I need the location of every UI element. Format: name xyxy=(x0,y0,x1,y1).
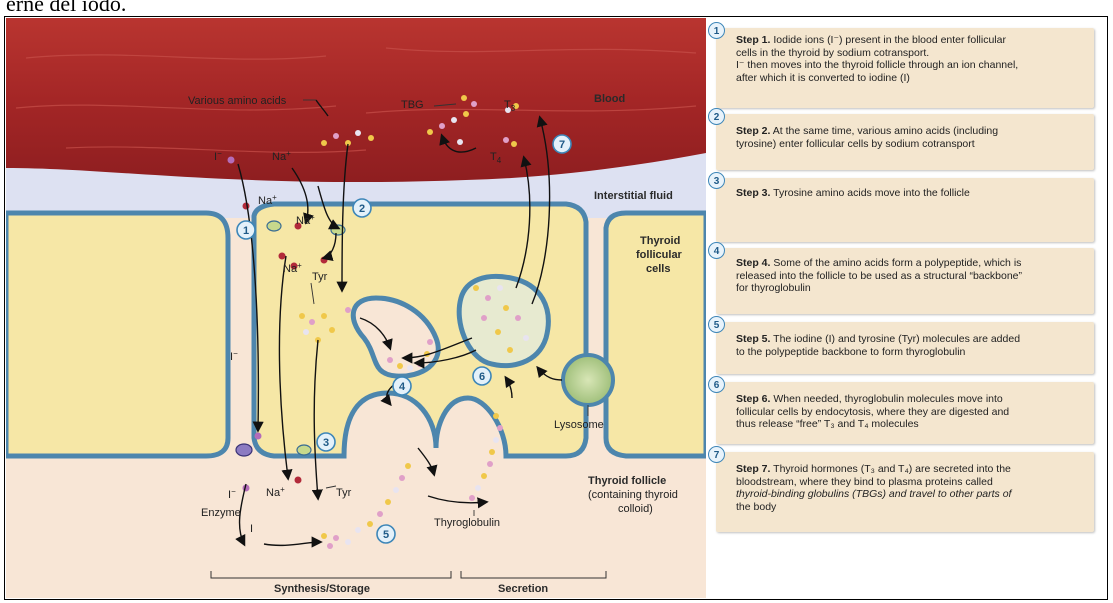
label-tbg: TBG xyxy=(401,99,424,111)
label-blood: Blood xyxy=(594,93,625,105)
step-7-card: 7 Step 7. Thyroid hormones (T₃ and T₄) a… xyxy=(708,446,1094,532)
label-tyr-follicle: Tyr xyxy=(336,487,352,499)
channel-protein xyxy=(236,444,252,456)
step-1-title: Step 1. xyxy=(736,34,770,46)
label-iodine: I xyxy=(250,523,253,535)
step-2-line2: tyrosine) enter follicular cells by sodi… xyxy=(736,138,975,150)
step-6-badge: 6 xyxy=(708,376,725,393)
transporter-3 xyxy=(297,445,311,455)
label-thyroid-follicle-desc2: colloid) xyxy=(618,503,653,515)
label-follicular-cells-line3: cells xyxy=(646,263,670,275)
label-lysosome: Lysosome xyxy=(554,419,604,431)
step-7-title: Step 7. xyxy=(736,463,770,475)
marker-2: 2 xyxy=(353,199,371,217)
step-4-line1: Some of the amino acids form a polypepti… xyxy=(773,257,1021,269)
label-various-amino-acids: Various amino acids xyxy=(188,95,287,107)
step-1-line4: after which it is converted to iodine (I… xyxy=(736,72,910,84)
marker-5: 5 xyxy=(377,525,395,543)
step-4-card: 4 Step 4. Some of the amino acids form a… xyxy=(708,242,1094,314)
step-4-title: Step 4. xyxy=(736,257,770,269)
label-thyroid-follicle-desc1: (containing thyroid xyxy=(588,489,678,501)
step-7-text: Step 7. Thyroid hormones (T₃ and T₄) are… xyxy=(736,463,1084,513)
step-6-card: 6 Step 6. When needed, thyroglobulin mol… xyxy=(708,376,1094,444)
step-2-title: Step 2. xyxy=(736,125,770,137)
label-thyroid-follicle: Thyroid follicle xyxy=(588,475,666,487)
label-synthesis-storage: Synthesis/Storage xyxy=(274,583,370,595)
cutoff-text: erne del iodo. xyxy=(6,0,126,17)
marker-3: 3 xyxy=(317,433,335,451)
svg-text:1: 1 xyxy=(243,225,249,237)
step-3-badge: 3 xyxy=(708,172,725,189)
step-3-title: Step 3. xyxy=(736,187,770,199)
step-6-line3: thus release “free” T₃ and T₄ molecules xyxy=(736,418,919,430)
svg-text:6: 6 xyxy=(479,371,485,383)
marker-1: 1 xyxy=(237,221,255,239)
svg-text:2: 2 xyxy=(359,203,365,215)
step-7-badge: 7 xyxy=(708,446,725,463)
step-5-line2: to the polypeptide backbone to form thyr… xyxy=(736,346,965,358)
step-4-line2: released into the follicle to be used as… xyxy=(736,270,1022,282)
lysosome-shape xyxy=(563,355,613,405)
label-tyr-cell: Tyr xyxy=(312,271,328,283)
step-2-text: Step 2. At the same time, various amino … xyxy=(736,125,1084,150)
label-interstitial-fluid: Interstitial fluid xyxy=(594,190,673,202)
step-3-line1: Tyrosine amino acids move into the folli… xyxy=(773,187,970,199)
label-secretion: Secretion xyxy=(498,583,548,595)
transporter-1 xyxy=(267,221,281,231)
step-5-badge: 5 xyxy=(708,316,725,333)
label-thyroglobulin: Thyroglobulin xyxy=(434,517,500,529)
step-7-line3: thyroid-binding globulins (TBGs) and tra… xyxy=(736,488,1011,500)
step-3-card: 3 Step 3. Tyrosine amino acids move into… xyxy=(708,172,1094,242)
step-1-card: 1 Step 1. Iodide ions (I⁻) present in th… xyxy=(708,22,1094,108)
thyroid-diagram: Various amino acids Blood TBG T3 T4 Inte… xyxy=(6,18,706,598)
step-6-line1: When needed, thyroglobulin molecules mov… xyxy=(773,393,1002,405)
svg-text:4: 4 xyxy=(399,381,406,393)
step-2-card: 2 Step 2. At the same time, various amin… xyxy=(708,108,1094,170)
label-follicular-cells-line1: Thyroid xyxy=(640,235,680,247)
svg-text:7: 7 xyxy=(559,139,565,151)
step-2-badge: 2 xyxy=(708,108,725,125)
step-7-line1: Thyroid hormones (T₃ and T₄) are secrete… xyxy=(773,463,1011,475)
step-5-title: Step 5. xyxy=(736,333,770,345)
step-6-text: Step 6. When needed, thyroglobulin molec… xyxy=(736,393,1084,431)
step-1-badge: 1 xyxy=(708,22,725,39)
step-4-badge: 4 xyxy=(708,242,725,259)
step-6-line2: follicular cells by endocytosis, where t… xyxy=(736,406,1009,418)
step-5-text: Step 5. The iodine (I) and tyrosine (Tyr… xyxy=(736,333,1084,358)
step-5-line1: The iodine (I) and tyrosine (Tyr) molecu… xyxy=(773,333,1020,345)
svg-text:5: 5 xyxy=(383,529,389,541)
marker-6: 6 xyxy=(473,367,491,385)
step-4-text: Step 4. Some of the amino acids form a p… xyxy=(736,257,1084,295)
marker-4: 4 xyxy=(393,377,411,395)
follicular-cell-left xyxy=(6,213,228,456)
step-1-line2: cells in the thyroid by sodium cotranspo… xyxy=(736,47,929,59)
step-7-line2: bloodstream, where they bind to plasma p… xyxy=(736,476,993,488)
step-1-line1: Iodide ions (I⁻) present in the blood en… xyxy=(773,34,1006,46)
label-follicular-cells-line2: follicular xyxy=(636,249,683,261)
step-4-line3: for thyroglobulin xyxy=(736,282,811,294)
step-2-line1: At the same time, various amino acids (i… xyxy=(773,125,998,137)
step-1-line3: I⁻ then moves into the thyroid follicle … xyxy=(736,59,1018,71)
step-7-line4: the body xyxy=(736,501,776,513)
step-1-text: Step 1. Iodide ions (I⁻) present in the … xyxy=(736,34,1084,84)
step-5-card: 5 Step 5. The iodine (I) and tyrosine (T… xyxy=(708,316,1094,374)
marker-7: 7 xyxy=(553,135,571,153)
step-3-text: Step 3. Tyrosine amino acids move into t… xyxy=(736,187,1084,200)
svg-text:3: 3 xyxy=(323,437,329,449)
label-enzyme: Enzyme xyxy=(201,507,241,519)
step-6-title: Step 6. xyxy=(736,393,770,405)
